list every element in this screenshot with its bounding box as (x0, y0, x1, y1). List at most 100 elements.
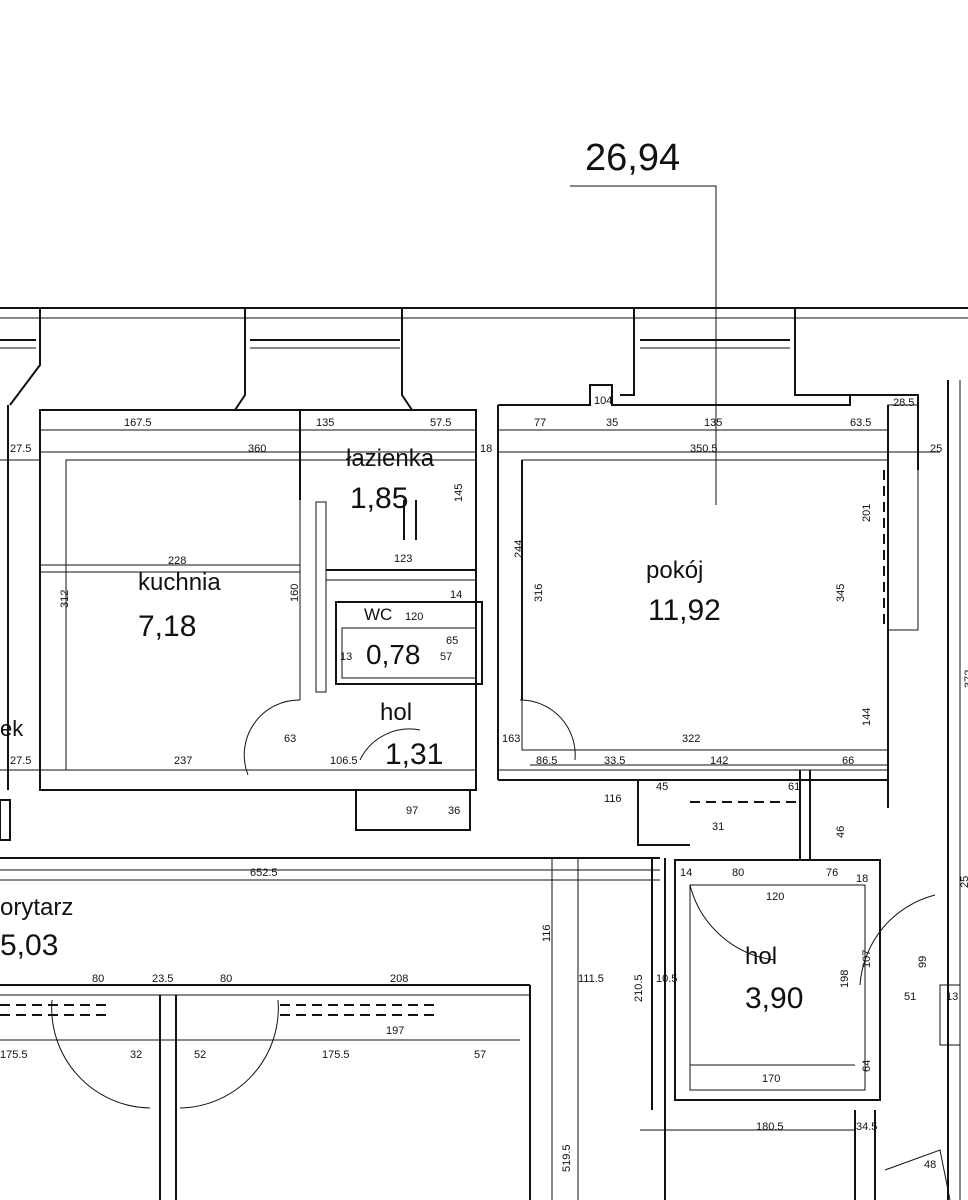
dim-label: 77 (534, 417, 546, 429)
dim-label: 27.5 (10, 755, 31, 767)
room-name-left-edge: ek (0, 716, 24, 741)
room-name-korytarz: orytarz (0, 894, 73, 921)
living-room-walls (497, 384, 919, 860)
dim-label: 34.5 (856, 1121, 877, 1133)
dim-label: 208 (390, 973, 408, 985)
dim-label: 23.5 (152, 973, 173, 985)
dim-label: 18 (856, 873, 868, 885)
dim-label: 135 (704, 417, 722, 429)
room-area-korytarz: 5,03 (0, 929, 58, 962)
dim-label: 52 (194, 1049, 206, 1061)
dim-label: 652.5 (250, 867, 278, 879)
dim-label: 180.5 (756, 1121, 784, 1133)
dim-label: 123 (394, 553, 412, 565)
dim-label: 135 (316, 417, 334, 429)
dim-label: 170 (762, 1073, 780, 1085)
dim-label: 27.5 (10, 443, 31, 455)
dim-label: 14 (680, 867, 692, 879)
left-edge-walls (0, 405, 40, 841)
outer-walls (0, 307, 968, 1200)
room-area-kuchnia: 7,18 (138, 610, 196, 643)
dim-label: 120 (405, 611, 423, 623)
dim-label: 106.5 (330, 755, 358, 767)
dim-label: 10.5 (656, 973, 677, 985)
dim-label: 244 (513, 540, 525, 558)
dim-label: 107 (861, 950, 873, 968)
dim-label: 201 (861, 504, 873, 522)
dim-label: 31 (712, 821, 724, 833)
room-name-lazienka: łazienka (346, 445, 435, 472)
dim-label: 13 (340, 651, 352, 663)
room-area-wc: 0,78 (366, 639, 421, 670)
dim-label: 160 (289, 584, 301, 602)
dim-label: 18 (480, 443, 492, 455)
room-name-hol-right: hol (745, 943, 777, 970)
dim-label: 116 (604, 793, 622, 805)
dim-label: 57 (440, 651, 452, 663)
dim-label: 66 (842, 755, 854, 767)
total-area-value: 26,94 (585, 137, 680, 179)
dim-label: 80 (732, 867, 744, 879)
dim-label: 197 (386, 1025, 404, 1037)
dim-label: 104 (594, 395, 612, 407)
dim-label: 175.5 (0, 1049, 28, 1061)
room-name-hol-small: hol (380, 699, 412, 726)
dim-label: 198 (839, 970, 851, 988)
dim-label: 145 (453, 484, 465, 502)
dim-label: 228 (168, 555, 186, 567)
room-area-lazienka: 1,85 (350, 482, 408, 515)
dim-label: 65 (446, 635, 458, 647)
dim-label: 63.5 (850, 417, 871, 429)
dim-label: 14 (450, 589, 462, 601)
dim-label: 61 (788, 781, 800, 793)
dim-label: 33.5 (604, 755, 625, 767)
room-area-pokoj: 11,92 (648, 594, 721, 627)
dim-label: 322 (682, 733, 700, 745)
dim-label: 51 (904, 991, 916, 1003)
dim-label: 13 (946, 991, 958, 1003)
dim-label: 25 (959, 876, 968, 888)
dim-label: 48 (924, 1159, 936, 1171)
dim-label: 519.5 (561, 1144, 573, 1172)
dim-label: 57.5 (430, 417, 451, 429)
dim-label: 25 (930, 443, 942, 455)
dim-label: 76 (826, 867, 838, 879)
hall-right-walls (674, 859, 961, 1200)
dim-label: 175.5 (322, 1049, 350, 1061)
room-name-pokoj: pokój (646, 557, 703, 584)
room-name-kuchnia: kuchnia (138, 569, 221, 596)
dim-label: 120 (766, 891, 784, 903)
room-name-wc: WC (364, 605, 392, 624)
dim-label: 80 (220, 973, 232, 985)
room-area-hol-small: 1,31 (385, 738, 443, 771)
dim-label: 350.5 (690, 443, 718, 455)
dim-label: 167.5 (124, 417, 152, 429)
dim-label: 45 (656, 781, 668, 793)
dim-label: 316 (533, 584, 545, 602)
corridor-walls (0, 857, 666, 1200)
dim-label: 144 (861, 708, 873, 726)
dim-label: 210.5 (633, 974, 645, 1002)
dim-label: 80 (92, 973, 104, 985)
dim-label: 28.5 (893, 397, 914, 409)
dim-label: 63 (284, 733, 296, 745)
dimension-lines (0, 429, 940, 1131)
dim-label: 32 (130, 1049, 142, 1061)
dim-label: 46 (835, 826, 847, 838)
dim-label: 142 (710, 755, 728, 767)
kitchen-bath-walls (39, 409, 483, 831)
dim-label: 64 (861, 1060, 873, 1072)
dim-label: 237 (174, 755, 192, 767)
dim-label: 99 (917, 956, 929, 968)
dim-label: 116 (541, 924, 553, 942)
dim-label: 35 (606, 417, 618, 429)
dim-label: 163 (502, 733, 520, 745)
total-area-leader: 26,94 (570, 137, 717, 505)
room-area-hol-right: 3,90 (745, 982, 803, 1015)
dim-label: 312 (59, 590, 71, 608)
room-labels: łazienka 1,85 kuchnia 7,18 WC 0,78 hol 1… (0, 445, 803, 1015)
dimension-labels: 167.5 135 57.5 360 18 27.5 228 312 160 1… (0, 395, 968, 1172)
dim-label: 57 (474, 1049, 486, 1061)
dim-label: 111.5 (578, 973, 604, 985)
